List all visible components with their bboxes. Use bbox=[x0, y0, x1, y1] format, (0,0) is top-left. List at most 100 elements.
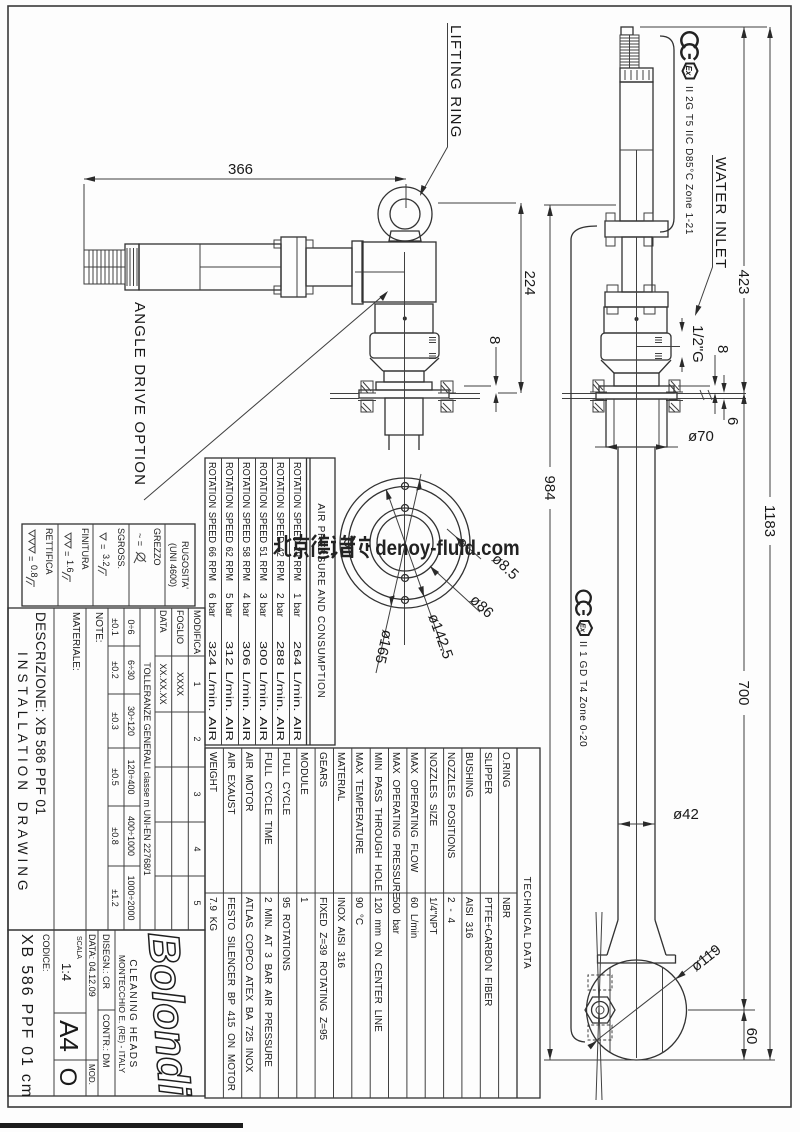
svg-text:AIR PRESSURE AND CONSUMPTION: AIR PRESSURE AND CONSUMPTION bbox=[315, 503, 326, 698]
svg-text:500 bar: 500 bar bbox=[390, 897, 401, 935]
svg-text:CONTR.: DM: CONTR.: DM bbox=[101, 1014, 111, 1068]
svg-text:1:4: 1:4 bbox=[59, 963, 74, 981]
svg-text:MAX OPERATING FLOW: MAX OPERATING FLOW bbox=[408, 752, 419, 873]
svg-text:324 L/min. AIR: 324 L/min. AIR bbox=[206, 641, 217, 741]
svg-text:MAX OPERATING PRESSURE: MAX OPERATING PRESSURE bbox=[390, 752, 401, 899]
svg-text:SCALA: SCALA bbox=[75, 936, 82, 959]
svg-text:ø142.5: ø142.5 bbox=[424, 612, 456, 662]
svg-text:3: 3 bbox=[192, 791, 202, 796]
svg-text:±0.8: ±0.8 bbox=[110, 827, 120, 844]
svg-text:6: 6 bbox=[724, 417, 741, 425]
svg-text:312 L/min. AIR: 312 L/min. AIR bbox=[223, 641, 234, 741]
svg-text:60 L/min: 60 L/min bbox=[408, 897, 419, 938]
svg-text:±0.5: ±0.5 bbox=[110, 768, 120, 785]
svg-text:3 bar: 3 bar bbox=[257, 593, 268, 618]
svg-text:1.6: 1.6 bbox=[65, 560, 75, 573]
svg-text:WATER INLET: WATER INLET bbox=[712, 157, 729, 269]
svg-text:224: 224 bbox=[521, 270, 538, 295]
svg-text:95 ROTATIONS: 95 ROTATIONS bbox=[280, 897, 291, 971]
svg-text:DATA: 04.12.09: DATA: 04.12.09 bbox=[87, 934, 97, 997]
svg-text:1 bar: 1 bar bbox=[291, 593, 302, 618]
svg-text:~ =: ~ = bbox=[135, 533, 145, 546]
svg-text:FOGLIO: FOGLIO bbox=[175, 610, 185, 644]
svg-text:NOTE:: NOTE: bbox=[93, 612, 104, 643]
svg-text:FULL CYCLE TIME: FULL CYCLE TIME bbox=[262, 752, 273, 845]
svg-text:2 MIN. AT 3 BAR AIR PRESSURE: 2 MIN. AT 3 BAR AIR PRESSURE bbox=[262, 897, 273, 1067]
svg-text:RETTIFICA: RETTIFICA bbox=[44, 528, 54, 575]
svg-text:±0.2: ±0.2 bbox=[110, 661, 120, 678]
svg-text:NBR: NBR bbox=[500, 897, 511, 918]
svg-text:3.2: 3.2 bbox=[101, 554, 111, 567]
svg-text:6 bar: 6 bar bbox=[206, 593, 217, 618]
svg-text:0÷6: 0÷6 bbox=[126, 620, 136, 635]
svg-text:XXXX: XXXX bbox=[175, 672, 185, 696]
svg-text:Ex: Ex bbox=[579, 623, 588, 633]
svg-text:306 L/min. AIR: 306 L/min. AIR bbox=[240, 641, 251, 741]
svg-text:=: = bbox=[26, 556, 36, 561]
svg-text:MATERIALE:: MATERIALE: bbox=[70, 612, 81, 671]
svg-text:TOLLERANZE GENERALI classe m U: TOLLERANZE GENERALI classe m UNI-EN 2276… bbox=[142, 662, 152, 875]
svg-text:5: 5 bbox=[192, 900, 202, 905]
svg-text:400÷1000: 400÷1000 bbox=[126, 816, 136, 856]
svg-text:1000÷2000: 1000÷2000 bbox=[126, 876, 136, 921]
svg-text:120 mm ON CENTER LINE: 120 mm ON CENTER LINE bbox=[372, 897, 383, 1032]
svg-text:8: 8 bbox=[714, 345, 731, 353]
svg-text:DESCRIZIONE: XB 586 PPF 01: DESCRIZIONE: XB 586 PPF 01 bbox=[33, 612, 48, 815]
svg-text:ANGLE DRIVE OPTION: ANGLE DRIVE OPTION bbox=[131, 302, 148, 486]
svg-text:±0.1: ±0.1 bbox=[110, 618, 120, 635]
svg-text:288 L/min. AIR: 288 L/min. AIR bbox=[274, 641, 285, 741]
svg-text:120÷400: 120÷400 bbox=[126, 760, 136, 795]
svg-text:FINITURA: FINITURA bbox=[80, 528, 90, 570]
svg-text:300 L/min. AIR: 300 L/min. AIR bbox=[257, 641, 268, 741]
svg-text:DISEGN.: CR: DISEGN.: CR bbox=[101, 934, 111, 990]
svg-text:30÷120: 30÷120 bbox=[126, 706, 136, 736]
svg-text:AISI 316: AISI 316 bbox=[463, 897, 474, 939]
svg-text:XB 586 PPF 01 cm: XB 586 PPF 01 cm bbox=[18, 934, 35, 1099]
svg-text:FIXED Z=39 ROTATING Z=95: FIXED Z=39 ROTATING Z=95 bbox=[317, 897, 328, 1041]
svg-text:MAX TEMPERATURE: MAX TEMPERATURE bbox=[353, 752, 364, 854]
svg-text:INSTALLATION DRAWING: INSTALLATION DRAWING bbox=[15, 652, 30, 895]
svg-text:1183: 1183 bbox=[761, 505, 778, 537]
svg-text:BUSHING: BUSHING bbox=[463, 752, 474, 798]
svg-text:Ex: Ex bbox=[684, 66, 693, 76]
svg-text:ø86: ø86 bbox=[466, 591, 497, 621]
svg-text:2 - 4: 2 - 4 bbox=[445, 897, 456, 923]
svg-text:GREZZO: GREZZO bbox=[152, 528, 162, 566]
svg-text:FESTO SILENCER BP 415 ON MOTOR: FESTO SILENCER BP 415 ON MOTOR bbox=[225, 897, 236, 1091]
svg-text:264 L/min. AIR: 264 L/min. AIR bbox=[291, 641, 302, 741]
svg-text:MOD.: MOD. bbox=[87, 1064, 96, 1085]
svg-text:LIFTING RING: LIFTING RING bbox=[447, 25, 464, 139]
svg-text:Bolondi: Bolondi bbox=[138, 931, 198, 1099]
svg-text:1/4"NPT: 1/4"NPT bbox=[427, 897, 438, 934]
svg-text:2: 2 bbox=[192, 736, 202, 741]
svg-text:984: 984 bbox=[541, 475, 558, 500]
svg-text:TECHNICAL DATA: TECHNICAL DATA bbox=[521, 877, 532, 970]
svg-text:0.8: 0.8 bbox=[29, 565, 39, 578]
svg-text:4: 4 bbox=[192, 846, 202, 851]
svg-text:NOZZLES SIZE: NOZZLES SIZE bbox=[427, 752, 438, 826]
svg-text:CODICE:: CODICE: bbox=[41, 934, 51, 972]
svg-text:2 bar: 2 bar bbox=[274, 593, 285, 618]
svg-text:366: 366 bbox=[228, 161, 253, 178]
svg-text:GEARS: GEARS bbox=[317, 752, 328, 787]
svg-text:NOZZLES POSITIONS: NOZZLES POSITIONS bbox=[445, 752, 456, 859]
svg-text:60: 60 bbox=[743, 1028, 760, 1045]
svg-text:INOX AISI 316: INOX AISI 316 bbox=[335, 897, 346, 968]
svg-text:II 2G T5 IIC D85°C Zone 1-21: II 2G T5 IIC D85°C Zone 1-21 bbox=[683, 86, 694, 235]
svg-text:SLIPPER: SLIPPER bbox=[482, 752, 493, 794]
svg-text:ROTATION SPEED 51 RPM: ROTATION SPEED 51 RPM bbox=[257, 462, 268, 581]
svg-text:XX.XX.XX: XX.XX.XX bbox=[158, 663, 168, 704]
svg-text:ø70: ø70 bbox=[688, 428, 714, 445]
svg-text:ROTATION SPEED 62 RPM: ROTATION SPEED 62 RPM bbox=[223, 462, 234, 581]
svg-text:90 °C: 90 °C bbox=[353, 897, 364, 925]
svg-text:1: 1 bbox=[192, 681, 202, 686]
svg-text:DATA: DATA bbox=[158, 610, 168, 633]
svg-text:PTFE+CARBON FIBER: PTFE+CARBON FIBER bbox=[482, 897, 493, 1006]
svg-text:MATERIAL: MATERIAL bbox=[335, 752, 346, 802]
svg-text:ROTATION SPEED 58 RPM: ROTATION SPEED 58 RPM bbox=[240, 462, 251, 581]
svg-text:(UNI 4600): (UNI 4600) bbox=[168, 543, 178, 587]
svg-text:O: O bbox=[54, 1068, 81, 1087]
svg-text:ø119: ø119 bbox=[688, 941, 725, 975]
svg-text:WEIGHT: WEIGHT bbox=[207, 752, 218, 792]
svg-text:1: 1 bbox=[298, 897, 309, 903]
